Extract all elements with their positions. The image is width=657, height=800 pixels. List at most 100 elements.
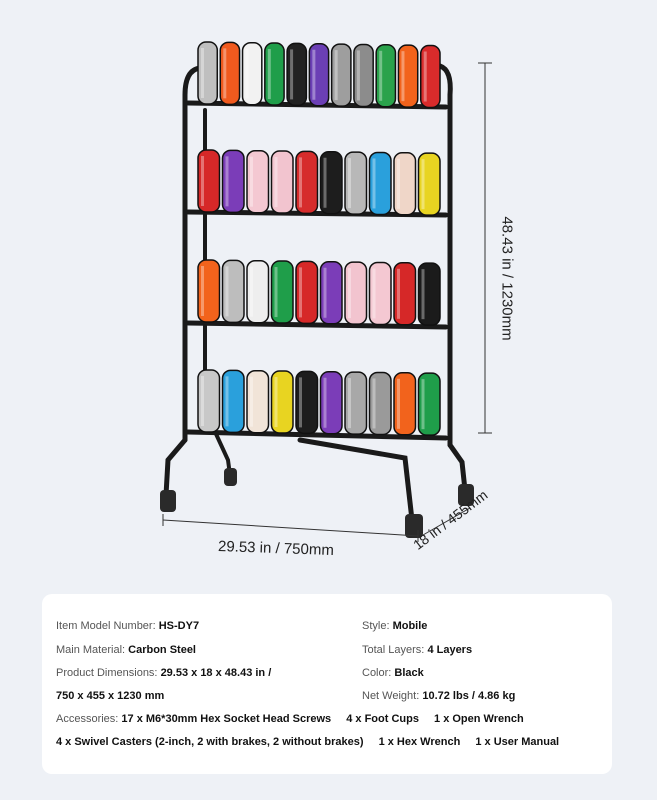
spec-model-label: Item Model Number: — [56, 620, 156, 632]
spec-weight: Net Weight: 10.72 lbs / 4.86 kg — [362, 690, 515, 702]
spool-highlight — [274, 267, 278, 318]
accessory-item: 4 x Swivel Casters (2-inch, 2 with brake… — [56, 736, 364, 748]
filament-spool — [270, 260, 294, 324]
spec-accessories-label: Accessories: — [56, 713, 119, 725]
specifications-card: Item Model Number: HS-DY7 Main Material:… — [42, 594, 612, 774]
filament-spool — [295, 260, 319, 325]
spool-highlight — [372, 378, 376, 429]
filament-spool — [397, 44, 419, 108]
spool-highlight — [397, 158, 400, 209]
filament-spool — [319, 371, 343, 435]
spec-accessories-line-2: 4 x Swivel Casters (2-inch, 2 with brake… — [56, 736, 571, 748]
spec-material: Main Material: Carbon Steel — [56, 644, 196, 656]
spool-highlight — [323, 377, 327, 428]
spool-highlight — [201, 156, 204, 206]
spool-highlight — [250, 266, 253, 317]
spool-highlight — [267, 49, 271, 100]
filament-spool — [393, 152, 417, 216]
spool-highlight — [397, 378, 400, 429]
spool-highlight — [323, 267, 327, 318]
spool-highlight — [299, 267, 302, 318]
spec-color-label: Color: — [362, 667, 392, 679]
filament-spool — [344, 371, 368, 435]
spec-weight-label: Net Weight: — [362, 690, 420, 702]
filament-spool — [221, 149, 245, 214]
accessory-item: 17 x M6*30mm Hex Socket Head Screws — [121, 713, 332, 725]
filament-spool — [197, 259, 221, 323]
filament-spool — [344, 151, 368, 215]
accessory-item: 1 x Open Wrench — [434, 713, 524, 725]
filament-spool — [368, 261, 392, 326]
spec-material-value: Carbon Steel — [128, 644, 196, 656]
spec-model-value: HS-DY7 — [158, 620, 200, 632]
filament-spool — [270, 370, 294, 434]
filament-spool — [393, 372, 417, 436]
filament-spool — [319, 151, 343, 215]
filament-spool — [295, 150, 319, 215]
filament-spool — [246, 259, 270, 324]
spec-color: Color: Black — [362, 667, 424, 679]
filament-spool — [375, 44, 397, 108]
spec-layers-label: Total Layers: — [362, 644, 425, 656]
spool-highlight — [323, 157, 327, 208]
spool-highlight — [299, 377, 302, 428]
spec-style: Style: Mobile — [362, 620, 427, 632]
spool-highlight — [250, 376, 253, 427]
spool-highlight — [274, 377, 278, 428]
spec-weight-value: 10.72 lbs / 4.86 kg — [422, 690, 516, 702]
filament-spool — [286, 42, 308, 107]
spool-highlight — [421, 379, 425, 430]
spool-highlight — [348, 268, 351, 319]
filament-spool — [330, 43, 352, 107]
spec-product-dimensions-mm: 750 x 455 x 1230 mm — [56, 690, 164, 702]
spool-highlight — [379, 50, 383, 101]
spool-highlight — [223, 48, 227, 99]
spec-product-dimensions-label: Product Dimensions: — [56, 667, 158, 679]
spool-highlight — [299, 157, 302, 208]
spool-highlight — [312, 49, 316, 100]
filament-spool — [417, 262, 441, 326]
spool-highlight — [225, 376, 229, 427]
spool-highlight — [401, 51, 405, 102]
spool-highlight — [421, 159, 425, 210]
filament-spool — [246, 149, 270, 214]
filament-spool — [368, 371, 392, 436]
filament-spool — [295, 370, 319, 435]
filament-rack-illustration — [160, 41, 492, 542]
spool-highlight — [421, 269, 425, 320]
accessory-item: 4 x Foot Cups — [346, 713, 419, 725]
accessory-item: 1 x Hex Wrench — [378, 736, 461, 748]
spec-product-dimensions-value-2: 750 x 455 x 1230 mm — [56, 690, 165, 702]
caster-wheels — [160, 468, 474, 538]
spool-highlight — [348, 378, 351, 429]
filament-spool — [353, 43, 374, 108]
filament-spool — [219, 41, 241, 106]
spool-highlight — [397, 268, 400, 319]
filament-spool — [393, 262, 417, 326]
spool-highlight — [290, 49, 294, 100]
spool-highlight — [274, 157, 278, 208]
spec-model: Item Model Number: HS-DY7 — [56, 620, 199, 632]
spool-highlight — [372, 158, 376, 209]
height-dimension-label: 48.43 in / 1230mm — [498, 216, 516, 341]
filament-spool — [308, 43, 330, 107]
spool-highlight — [201, 266, 204, 316]
spec-material-label: Main Material: — [56, 644, 126, 656]
spool-highlight — [250, 156, 253, 207]
filament-spool — [197, 149, 221, 213]
spool-highlight — [372, 268, 376, 319]
spool-highlight — [201, 48, 204, 98]
dimension-lines — [162, 62, 492, 542]
filament-spool — [246, 369, 270, 434]
spec-style-label: Style: — [362, 620, 390, 632]
filament-spool — [344, 261, 368, 325]
spool-highlight — [245, 48, 249, 99]
filament-spool — [417, 152, 441, 216]
filament-spools — [197, 41, 441, 436]
spec-product-dimensions-value-1: 29.53 x 18 x 48.43 in / — [160, 667, 272, 679]
spool-highlight — [356, 50, 360, 101]
spec-product-dimensions: Product Dimensions: 29.53 x 18 x 48.43 i… — [56, 667, 271, 679]
filament-spool — [368, 151, 392, 216]
spec-layers-value: 4 Layers — [427, 644, 473, 656]
